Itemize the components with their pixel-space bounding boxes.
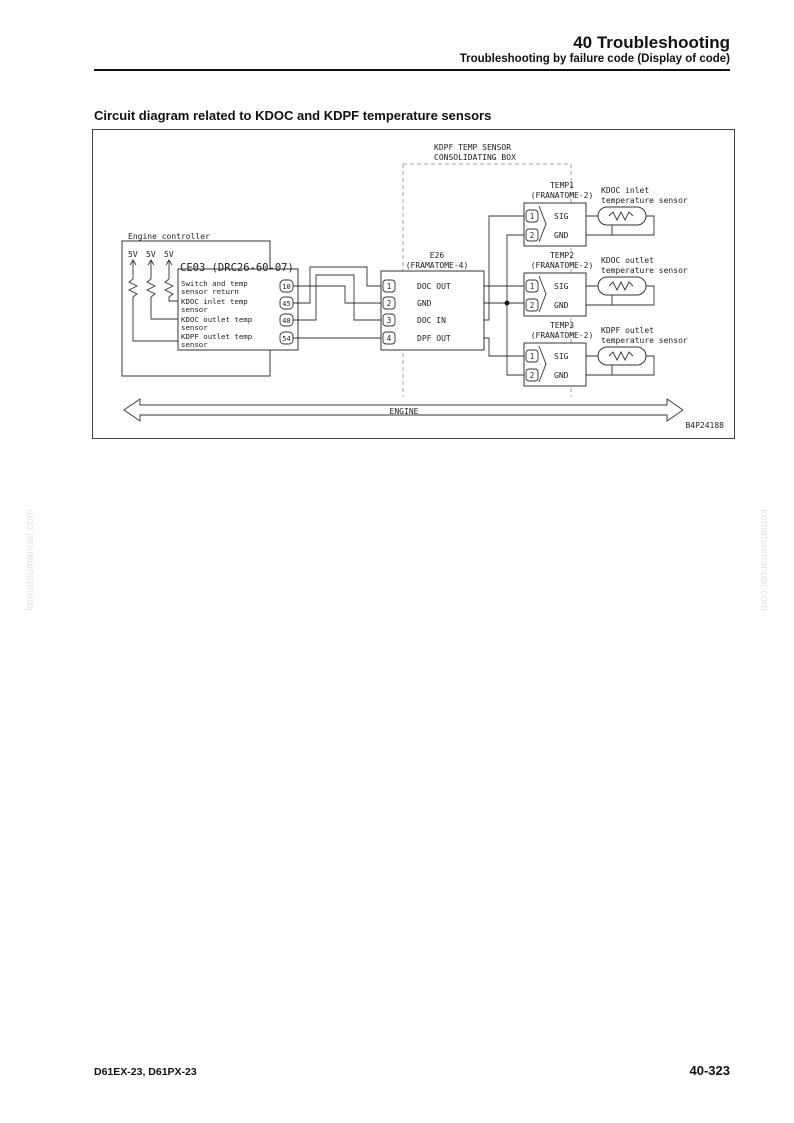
ce03-line-3: KDOC inlet temp bbox=[181, 297, 248, 306]
controller-title: Engine controller bbox=[128, 232, 210, 241]
voltage-label-3: 5V bbox=[164, 250, 174, 259]
engine-controller: Engine controller 5V 5V 5V CE03 (DRC26-6… bbox=[121, 232, 299, 377]
temp1-pin-1: 1 bbox=[530, 212, 535, 221]
temp2-gnd: GND bbox=[554, 301, 569, 310]
box-harness bbox=[484, 215, 524, 376]
temp1-group: TEMP1 (FRANATOME-2) 1 2 SIG GND KDOC inl… bbox=[523, 181, 688, 247]
temp3-name: TEMP3 bbox=[550, 321, 574, 330]
box-label-line1: KDPF TEMP SENSOR bbox=[434, 143, 511, 152]
ground-junction bbox=[504, 300, 510, 306]
temp3-type: (FRANATOME-2) bbox=[531, 331, 594, 340]
footer-models: D61EX-23, D61PX-23 bbox=[94, 1066, 197, 1078]
ce03-connector-label: CE03 (DRC26-60-07) bbox=[180, 262, 294, 274]
temp1-sensor-line1: KDOC inlet bbox=[601, 186, 649, 195]
ce03-pin-label-45: 45 bbox=[282, 300, 290, 308]
temp3-sensor-line2: temperature sensor bbox=[601, 336, 688, 345]
temp3-pin-1: 1 bbox=[530, 352, 535, 361]
temp1-sig: SIG bbox=[554, 212, 569, 221]
temp3-gnd: GND bbox=[554, 371, 569, 380]
ce03-line-6: sensor bbox=[181, 323, 208, 332]
ce03-line-2: sensor return bbox=[181, 287, 239, 296]
temp3-sensor-line1: KDPF outlet bbox=[601, 326, 654, 335]
ce03-line-1: Switch and temp bbox=[181, 279, 248, 288]
e26-signal-doc-in: DOC IN bbox=[417, 316, 446, 325]
e26-pin-2: 2 bbox=[387, 299, 392, 308]
temp1-gnd: GND bbox=[554, 231, 569, 240]
page-number: 40-323 bbox=[689, 1063, 730, 1078]
ce03-line-8: sensor bbox=[181, 340, 208, 349]
temp1-pin-2: 2 bbox=[530, 231, 535, 240]
temp2-sig: SIG bbox=[554, 282, 569, 291]
temp1-sensor-line2: temperature sensor bbox=[601, 196, 688, 205]
chapter-subtitle: Troubleshooting by failure code (Display… bbox=[459, 53, 730, 65]
e26-connector: E26 (FRAMATOME-4) 1 2 3 4 DOC OUT GND DO… bbox=[380, 251, 485, 351]
ce03-pin-label-54: 54 bbox=[282, 335, 290, 343]
ce03-pin-label-10: 10 bbox=[282, 283, 290, 291]
circuit-diagram: KDPF TEMP SENSOR CONSOLIDATING BOX Engin… bbox=[92, 129, 735, 439]
voltage-label-1: 5V bbox=[128, 250, 138, 259]
temp2-sensor-line1: KDOC outlet bbox=[601, 256, 654, 265]
controller-harness bbox=[293, 266, 381, 339]
temp3-sensor-icon bbox=[597, 346, 647, 366]
engine-arrow bbox=[123, 398, 684, 422]
ce03-pin-label-48: 48 bbox=[282, 317, 290, 325]
header-rule bbox=[94, 69, 730, 71]
temp1-sensor-icon bbox=[597, 206, 647, 226]
ce03-connector-body bbox=[177, 268, 299, 351]
engine-label: ENGINE bbox=[390, 407, 419, 416]
figure-code: B4P24188 bbox=[685, 421, 724, 430]
voltage-label-2: 5V bbox=[146, 250, 156, 259]
temp3-pin-2: 2 bbox=[530, 371, 535, 380]
circuit-diagram-svg: KDPF TEMP SENSOR CONSOLIDATING BOX Engin… bbox=[92, 129, 735, 439]
watermark-right: komatsumanual.com bbox=[758, 509, 770, 611]
ce03-line-4: sensor bbox=[181, 305, 208, 314]
temp2-pin-2: 2 bbox=[530, 301, 535, 310]
e26-pin-3: 3 bbox=[387, 316, 392, 325]
temp2-sensor-line2: temperature sensor bbox=[601, 266, 688, 275]
e26-signal-dpf-out: DPF OUT bbox=[417, 334, 451, 343]
e26-signal-gnd: GND bbox=[417, 299, 432, 308]
section-title: Circuit diagram related to KDOC and KDPF… bbox=[94, 108, 492, 123]
e26-pin-4: 4 bbox=[387, 334, 392, 343]
temp1-name: TEMP1 bbox=[550, 181, 574, 190]
temp2-sensor-icon bbox=[597, 276, 647, 296]
e26-name: E26 bbox=[430, 251, 445, 260]
box-label-line2: CONSOLIDATING BOX bbox=[434, 153, 516, 162]
watermark-left: komatsumanual.com bbox=[24, 509, 36, 611]
temp-connectors: TEMP1 (FRANATOME-2) 1 2 SIG GND KDOC inl… bbox=[523, 181, 688, 387]
temp3-sig: SIG bbox=[554, 352, 569, 361]
ce03-line-7: KDPF outlet temp bbox=[181, 332, 252, 341]
chapter-title: 40 Troubleshooting bbox=[573, 33, 730, 52]
temp2-name: TEMP2 bbox=[550, 251, 574, 260]
temp2-type: (FRANATOME-2) bbox=[531, 261, 594, 270]
temp1-type: (FRANATOME-2) bbox=[531, 191, 594, 200]
temp3-group: TEMP3 (FRANATOME-2) 1 2 SIG GND KDPF out… bbox=[523, 321, 688, 387]
temp2-group: TEMP2 (FRANATOME-2) 1 2 SIG GND KDOC out… bbox=[523, 251, 688, 317]
temp2-pin-1: 1 bbox=[530, 282, 535, 291]
figure-frame bbox=[92, 129, 735, 439]
e26-pin-1: 1 bbox=[387, 282, 392, 291]
e26-signal-doc-out: DOC OUT bbox=[417, 282, 451, 291]
ce03-line-5: KDOC outlet temp bbox=[181, 315, 252, 324]
e26-type: (FRAMATOME-4) bbox=[406, 261, 469, 270]
